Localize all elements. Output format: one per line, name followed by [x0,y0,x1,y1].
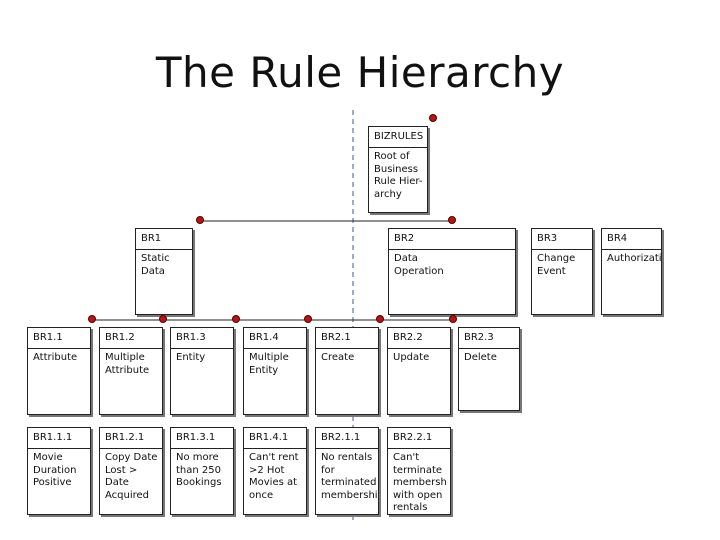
node-divider [316,448,378,449]
node-br1-3-1: BR1.3.1 No more than 250 Bookings [170,427,234,515]
node-br1-1: BR1.1 Attribute [27,327,91,415]
node-description: Change Event [537,253,576,277]
node-description: Static Data [141,253,170,277]
node-br1: BR1 Static Data [135,228,193,315]
node-description: Create [321,352,355,363]
node-divider [28,448,90,449]
node-description: No rentals for terminated membershi [321,452,378,501]
handle-dot [448,216,456,224]
handle-dot [159,315,167,323]
node-id: BR1.2.1 [105,432,145,443]
node-divider [389,249,515,250]
node-divider [532,249,592,250]
node-divider [100,348,162,349]
node-id: BR2.1 [321,332,351,343]
node-id: BR4 [607,233,628,244]
node-divider [171,348,233,349]
node-id: BR1.3 [176,332,206,343]
node-divider [171,448,233,449]
node-description: Copy Date Lost > Date Acquired [105,452,158,501]
handle-dot [196,216,204,224]
node-description: Root of Business Rule Hier- archy [374,151,423,200]
node-description: No more than 250 Bookings [176,452,222,488]
node-description: Multiple Attribute [105,352,150,376]
node-br1-4-1: BR1.4.1 Can't rent >2 Hot Movies at once [243,427,307,515]
node-br2-2: BR2.2 Update [387,327,451,415]
node-id: BR1.1.1 [33,432,73,443]
node-divider [244,348,306,349]
node-id: BIZRULES [374,131,424,142]
node-br1-4: BR1.4 Multiple Entity [243,327,307,415]
node-divider [459,348,519,349]
node-divider [28,348,90,349]
node-divider [316,348,378,349]
node-br2-1-1: BR2.1.1 No rentals for terminated member… [315,427,379,515]
node-br2-3: BR2.3 Delete [458,327,520,411]
node-id: BR1.1 [33,332,63,343]
node-description: Can't rent >2 Hot Movies at once [249,452,299,501]
node-description: Entity [176,352,206,363]
node-id: BR1.2 [105,332,135,343]
node-id: BR2.2.1 [393,432,433,443]
node-description: Attribute [33,352,78,363]
node-bizrules: BIZRULES Root of Business Rule Hier- arc… [368,126,428,213]
node-br2-2-1: BR2.2.1 Can't terminate membersh with op… [387,427,451,515]
node-br4: BR4 Authorizati [601,228,662,315]
node-br1-2: BR1.2 Multiple Attribute [99,327,163,415]
node-description: Delete [464,352,497,363]
node-id: BR1.3.1 [176,432,216,443]
node-description: Data Operation [394,253,444,277]
handle-dot [232,315,240,323]
handle-dot [88,315,96,323]
node-id: BR1.4.1 [249,432,289,443]
node-br2-1: BR2.1 Create [315,327,379,415]
node-br2: BR2 Data Operation [388,228,516,315]
node-br1-2-1: BR1.2.1 Copy Date Lost > Date Acquired [99,427,163,515]
node-divider [100,448,162,449]
handle-dot [429,114,437,122]
node-description: Can't terminate membersh with open renta… [393,452,447,513]
node-divider [602,249,661,250]
node-description: Multiple Entity [249,352,289,376]
node-id: BR1 [141,233,162,244]
node-br1-1-1: BR1.1.1 Movie Duration Positive [27,427,91,515]
node-description: Movie Duration Positive [33,452,77,488]
node-br3: BR3 Change Event [531,228,593,315]
node-id: BR2.3 [464,332,494,343]
node-description: Update [393,352,430,363]
node-divider [136,249,192,250]
handle-dot [304,315,312,323]
node-br1-3: BR1.3 Entity [170,327,234,415]
node-divider [244,448,306,449]
node-id: BR3 [537,233,558,244]
page-title: The Rule Hierarchy [155,48,565,97]
node-divider [388,448,450,449]
node-divider [388,348,450,349]
handle-dot [449,315,457,323]
node-divider [369,147,427,148]
node-description: Authorizati [607,253,662,264]
node-id: BR1.4 [249,332,279,343]
node-id: BR2 [394,233,415,244]
handle-dot [376,315,384,323]
node-id: BR2.2 [393,332,423,343]
node-id: BR2.1.1 [321,432,361,443]
